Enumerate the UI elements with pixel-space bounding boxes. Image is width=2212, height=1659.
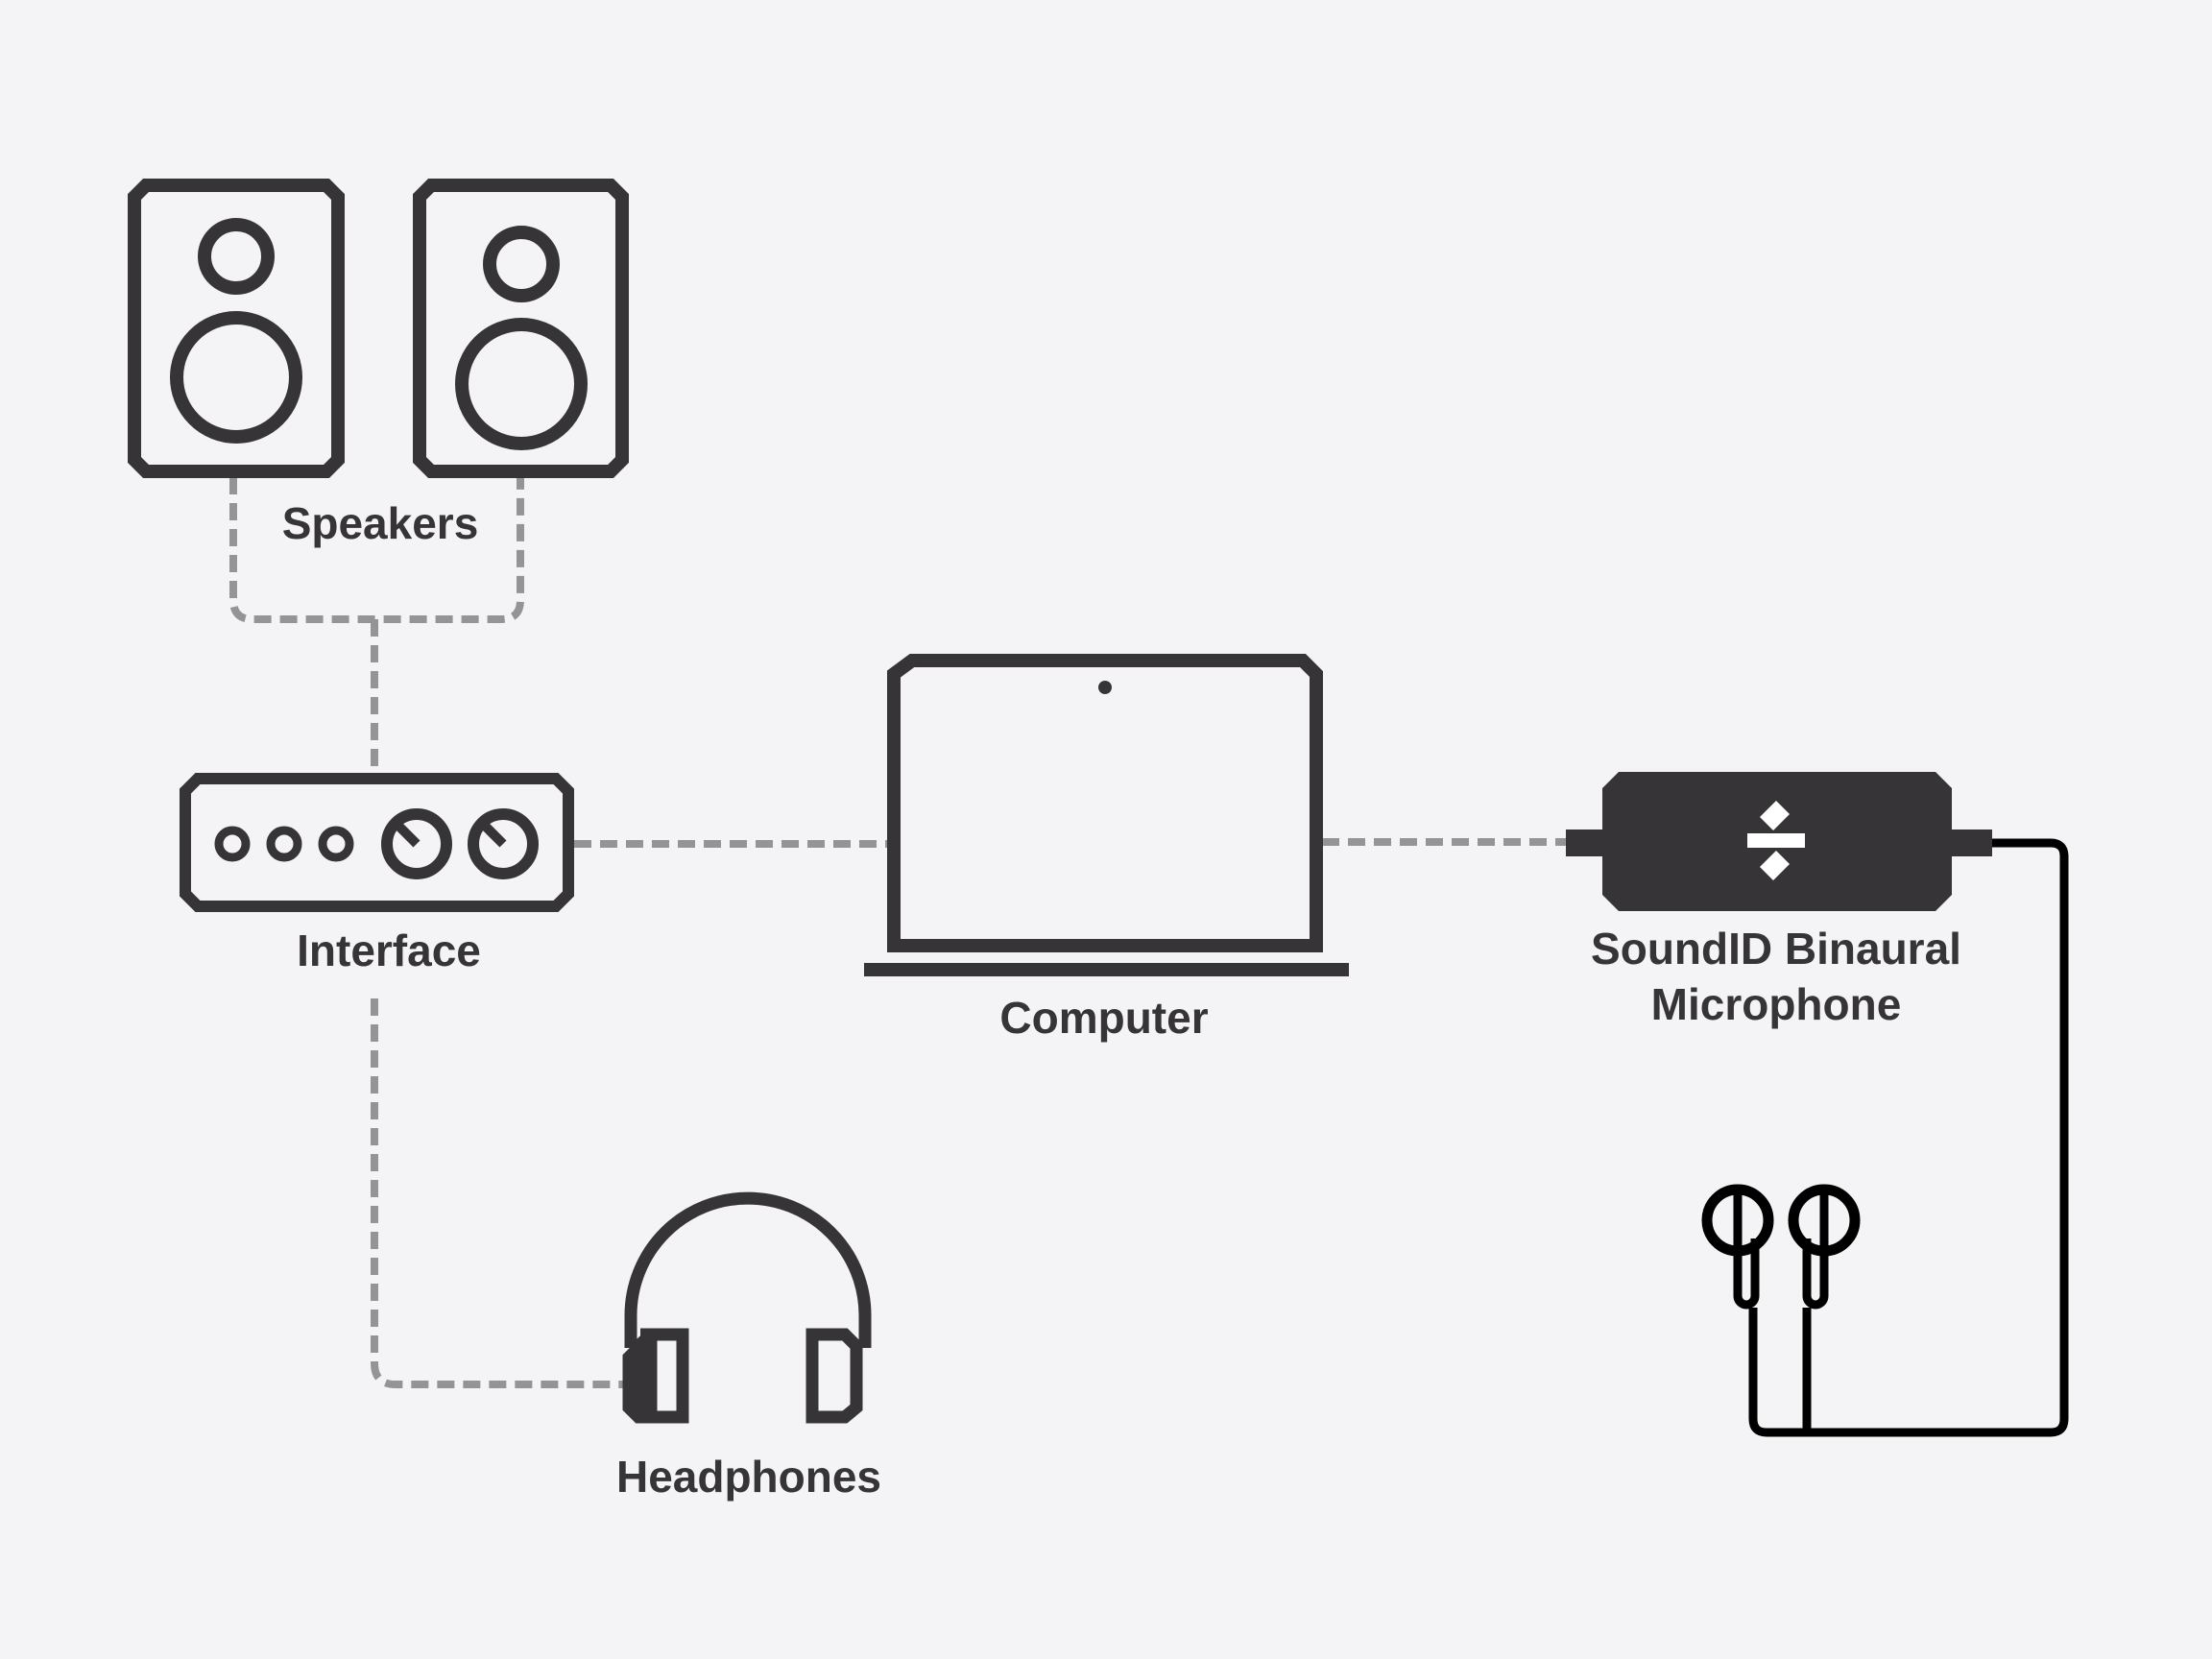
microphone-label-line2: Microphone	[1650, 979, 1902, 1029]
earbuds-icon	[1701, 1184, 1861, 1363]
microphone-label-line1: SoundID Binaural	[1591, 924, 1961, 974]
headphones-icon	[622, 1191, 872, 1424]
speakers-cable	[229, 477, 524, 623]
speaker-left-icon	[128, 179, 345, 478]
audio-interface-icon	[180, 773, 574, 912]
earbud-left-icon	[1701, 1184, 1774, 1363]
binaural-microphone-icon	[1566, 772, 1992, 911]
earbud-right-icon	[1788, 1184, 1861, 1363]
headphones-label: Headphones	[615, 1452, 882, 1502]
soundid-logo-icon	[1747, 801, 1805, 880]
computer-label: Computer	[999, 993, 1209, 1043]
speaker-right-icon	[413, 179, 629, 478]
earbud-cable	[1748, 838, 2069, 1437]
laptop-icon	[864, 654, 1349, 976]
dashed-cables	[229, 477, 1566, 1388]
speakers-label: Speakers	[281, 498, 479, 548]
interface-label: Interface	[297, 926, 481, 975]
interface-to-headphones-cable	[371, 998, 626, 1388]
